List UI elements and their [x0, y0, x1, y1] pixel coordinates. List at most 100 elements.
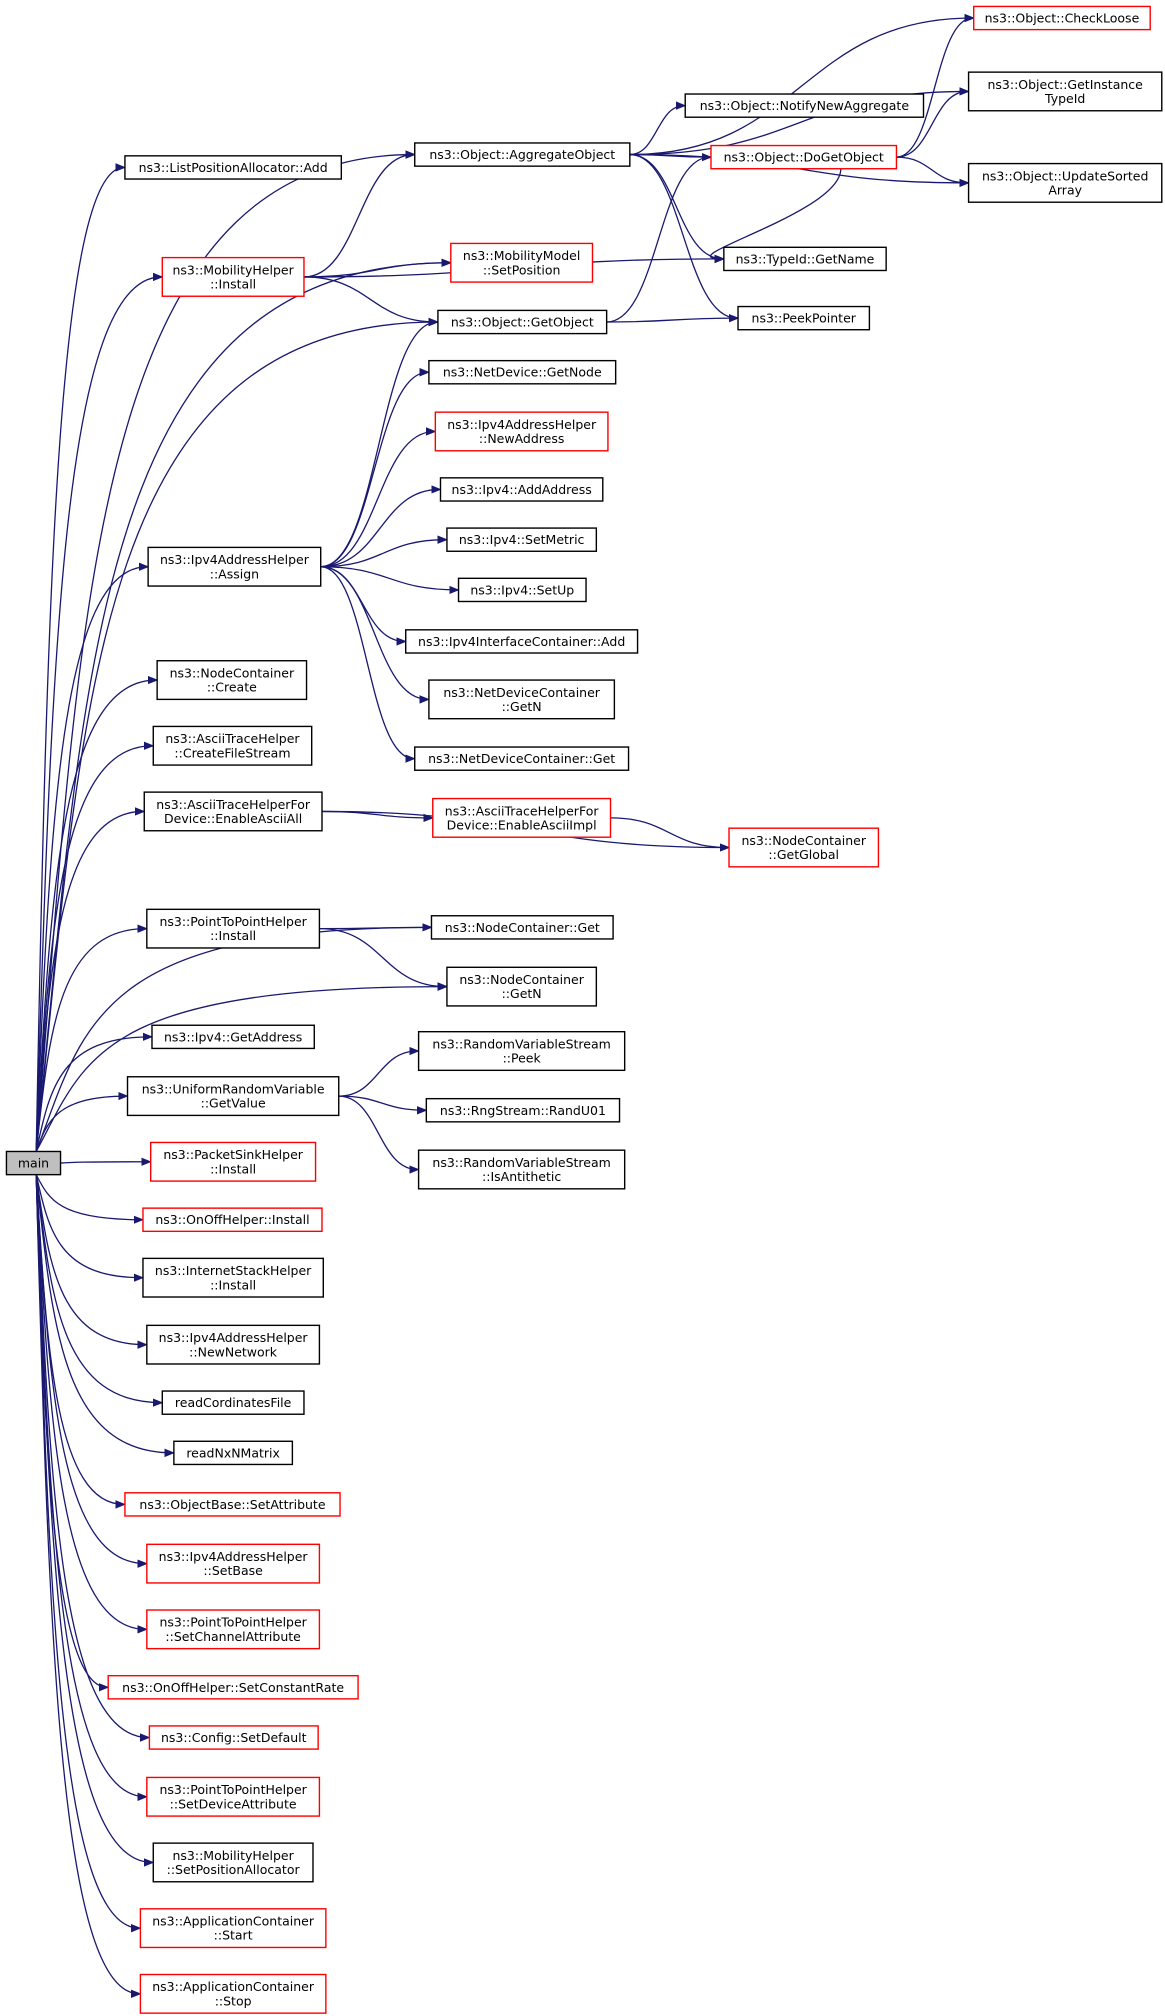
node-label-line: ns3::RngStream::RandU01: [440, 1103, 606, 1118]
node-readcoord[interactable]: readCordinatesFile: [161, 1390, 305, 1415]
node-nc_create[interactable]: ns3::NodeContainer::Create: [156, 660, 308, 701]
node-typeid_getname[interactable]: ns3::TypeId::GetName: [723, 246, 887, 272]
node-box: [156, 660, 308, 701]
node-box: [430, 915, 614, 940]
node-label-line: ns3::Ipv4AddressHelper: [159, 1330, 309, 1345]
edge-ipv4h_assign-to-ipv4_setmetric: [320, 540, 446, 568]
node-nd_getnode[interactable]: ns3::NetDevice::GetNode: [428, 359, 617, 385]
edge-ipv4h_assign-to-ndc_get: [320, 566, 414, 759]
edge-urv_getvalue-to-rng_randu01: [338, 1095, 426, 1110]
node-box: [457, 577, 587, 603]
node-nc_getn[interactable]: ns3::NodeContainer::GetN: [446, 966, 598, 1007]
node-label-line: ns3::Object::CheckLoose: [985, 11, 1140, 26]
node-box: [152, 725, 313, 766]
node-ipv4_addaddr[interactable]: ns3::Ipv4::AddAddress: [439, 477, 604, 502]
node-getobject[interactable]: ns3::Object::GetObject: [437, 309, 608, 335]
node-box: [124, 155, 343, 180]
node-ipv4_getaddr[interactable]: ns3::Ipv4::GetAddress: [151, 1024, 315, 1050]
node-dogetobj[interactable]: ns3::Object::DoGetObject: [710, 144, 898, 170]
node-app_start[interactable]: ns3::ApplicationContainer::Start: [139, 1908, 327, 1949]
edge-line: [320, 566, 428, 700]
edge-line: [896, 156, 967, 183]
node-ish_install[interactable]: ns3::InternetStackHelper::Install: [142, 1257, 324, 1298]
node-label-line: ns3::NetDeviceContainer: [443, 685, 600, 700]
node-box: [417, 1149, 626, 1190]
node-box: [428, 679, 616, 720]
node-athfd_impl[interactable]: ns3::AsciiTraceHelperForDevice::EnableAs…: [432, 797, 612, 838]
node-ath_cfs[interactable]: ns3::AsciiTraceHelper::CreateFileStream: [152, 725, 313, 766]
node-onoff_install[interactable]: ns3::OnOffHelper::Install: [142, 1207, 323, 1233]
node-ipv4h_newnet[interactable]: ns3::Ipv4AddressHelper::NewNetwork: [146, 1324, 321, 1365]
node-mob_install[interactable]: ns3::MobilityHelper::Install: [161, 256, 305, 297]
edge-urv_getvalue-to-rvs_isanti: [338, 1095, 418, 1169]
node-nc_getglobal[interactable]: ns3::NodeContainer::GetGlobal: [728, 827, 880, 868]
node-label-line: Device::EnableAsciiImpl: [447, 817, 597, 832]
node-readnxn[interactable]: readNxNMatrix: [173, 1440, 294, 1466]
node-p2p_setchan[interactable]: ns3::PointToPointHelper::SetChannelAttri…: [146, 1609, 321, 1650]
node-box: [142, 1207, 323, 1233]
edge-main-to-p2p_setdev: [35, 1174, 146, 1797]
node-urv_getvalue[interactable]: ns3::UniformRandomVariable::GetValue: [126, 1076, 340, 1117]
node-label-line: ns3::NodeContainer::Get: [445, 920, 600, 935]
node-label-line: ns3::PeekPointer: [752, 311, 857, 326]
node-lpa_add[interactable]: ns3::ListPositionAllocator::Add: [124, 155, 343, 180]
node-label-line: ns3::Object::GetInstance: [987, 77, 1143, 92]
edge-line: [35, 1174, 146, 1797]
node-label-line: ::SetPosition: [483, 262, 561, 277]
node-label-line: ::Assign: [210, 566, 259, 581]
node-ob_setattr[interactable]: ns3::ObjectBase::SetAttribute: [124, 1492, 341, 1517]
node-label-line: ::Create: [207, 680, 257, 695]
node-cfg_setdefault[interactable]: ns3::Config::SetDefault: [148, 1725, 319, 1750]
node-rvs_isanti[interactable]: ns3::RandomVariableStream::IsAntithetic: [417, 1149, 626, 1190]
edge-main-to-ipv4h_newnet: [35, 1174, 146, 1345]
node-label-line: ns3::RandomVariableStream: [432, 1036, 610, 1051]
node-label-line: ns3::NodeContainer: [170, 665, 295, 680]
node-box: [414, 142, 631, 167]
node-peekpointer[interactable]: ns3::PeekPointer: [737, 305, 871, 331]
node-label-line: ns3::InternetStackHelper: [155, 1263, 312, 1278]
node-rvs_peek[interactable]: ns3::RandomVariableStream::Peek: [417, 1030, 626, 1072]
node-main[interactable]: main: [5, 1150, 62, 1176]
node-box: [723, 246, 887, 272]
node-app_stop[interactable]: ns3::ApplicationContainer::Stop: [139, 1973, 327, 2014]
node-checkloose[interactable]: ns3::Object::CheckLoose: [973, 5, 1151, 31]
node-label-line: ::SetBase: [203, 1563, 263, 1578]
node-athfd_enableall[interactable]: ns3::AsciiTraceHelperForDevice::EnableAs…: [143, 791, 323, 832]
node-onoff_setrate[interactable]: ns3::OnOffHelper::SetConstantRate: [107, 1674, 359, 1700]
node-ipv4h_assign[interactable]: ns3::Ipv4AddressHelper::Assign: [147, 546, 322, 587]
node-ndc_getn[interactable]: ns3::NetDeviceContainer::GetN: [428, 679, 616, 720]
edge-main-to-lpa_add: [35, 167, 124, 1152]
node-box: [146, 1543, 321, 1584]
node-ipv4h_setbase[interactable]: ns3::Ipv4AddressHelper::SetBase: [146, 1543, 321, 1584]
node-p2p_setdev[interactable]: ns3::PointToPointHelper::SetDeviceAttrib…: [146, 1776, 321, 1817]
edge-main-to-ipv4_getaddr: [35, 1037, 151, 1152]
node-p2p_install[interactable]: ns3::PointToPointHelper::Install: [146, 908, 321, 949]
node-nc_get[interactable]: ns3::NodeContainer::Get: [430, 915, 614, 940]
node-mob_setpa[interactable]: ns3::MobilityHelper::SetPositionAllocato…: [152, 1842, 314, 1883]
edge-dogetobj-to-typeid_getname: [710, 168, 842, 259]
node-psh_install[interactable]: ns3::PacketSinkHelper::Install: [149, 1141, 317, 1182]
node-ipv4_setmetric[interactable]: ns3::Ipv4::SetMetric: [446, 527, 598, 552]
node-ndc_get[interactable]: ns3::NetDeviceContainer::Get: [414, 746, 630, 771]
edge-line: [629, 153, 737, 319]
node-ipv4_setup[interactable]: ns3::Ipv4::SetUp: [457, 577, 587, 603]
edge-main-to-psh_install: [60, 1162, 150, 1163]
node-mm_setpos[interactable]: ns3::MobilityModel::SetPosition: [450, 242, 594, 283]
node-agg[interactable]: ns3::Object::AggregateObject: [414, 142, 631, 167]
node-label-line: ::CreateFileStream: [174, 745, 290, 760]
node-ipv4ic_add[interactable]: ns3::Ipv4InterfaceContainer::Add: [405, 629, 639, 654]
node-rng_randu01[interactable]: ns3::RngStream::RandU01: [425, 1097, 621, 1123]
edge-agg-to-notify: [629, 106, 684, 156]
node-box: [147, 546, 322, 587]
edge-agg-to-checkloose: [629, 18, 973, 156]
node-ipv4h_newaddr[interactable]: ns3::Ipv4AddressHelper::NewAddress: [434, 411, 609, 452]
node-notify[interactable]: ns3::Object::NotifyNewAggregate: [684, 93, 925, 118]
edge-line: [35, 1174, 146, 1630]
node-label-line: ns3::UniformRandomVariable: [142, 1081, 325, 1096]
node-label-line: ::Stop: [215, 1993, 252, 2008]
edge-line: [320, 566, 405, 642]
node-box: [446, 527, 598, 552]
edge-main-to-app_start: [35, 1174, 139, 1928]
